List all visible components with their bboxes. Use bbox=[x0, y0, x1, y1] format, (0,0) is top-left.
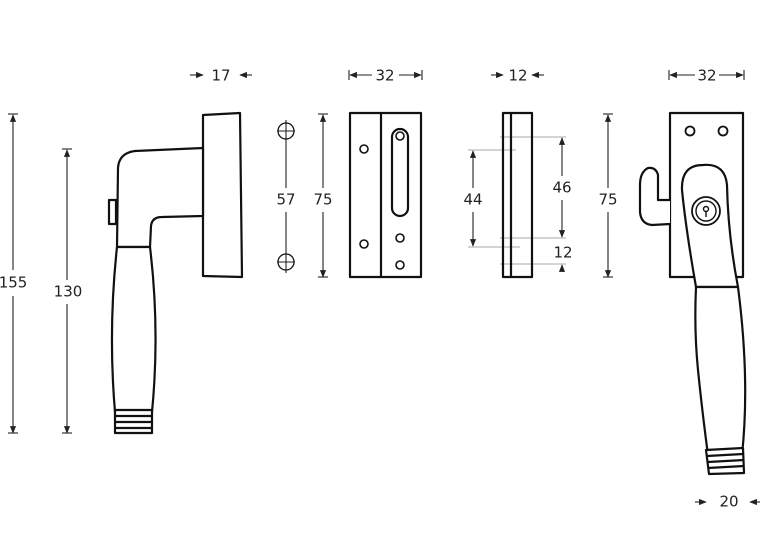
dim-label: 44 bbox=[463, 191, 482, 209]
dim-plate-width: 32 bbox=[348, 67, 423, 85]
hole-spacing-view: 57 bbox=[276, 120, 296, 273]
dim-keeper-46: 46 bbox=[552, 137, 572, 238]
handle-backplate-front-view bbox=[348, 111, 423, 279]
keeper-side-view bbox=[468, 111, 566, 279]
dim-label: 12 bbox=[508, 67, 527, 85]
dim-keeper-12: 12 bbox=[553, 244, 573, 272]
dim-handle-grip-height: 130 bbox=[54, 148, 83, 434]
handle-hook bbox=[638, 166, 671, 227]
dim-handle-total-height: 155 bbox=[0, 113, 27, 434]
handle-release-button bbox=[107, 198, 118, 226]
spindle-slot bbox=[390, 127, 410, 218]
dim-label: 155 bbox=[0, 274, 27, 292]
dim-locking-plate-height: 75 bbox=[598, 113, 618, 278]
handle-neck bbox=[115, 146, 205, 249]
dim-label: 57 bbox=[276, 191, 295, 209]
window-handle-side-view bbox=[107, 111, 244, 435]
dim-label: 17 bbox=[211, 67, 230, 85]
dim-label: 75 bbox=[313, 191, 332, 209]
key-lock-icon bbox=[691, 196, 721, 226]
handle-grip bbox=[110, 245, 157, 414]
dim-label: 32 bbox=[375, 67, 394, 85]
handle-rose-plate bbox=[201, 111, 244, 279]
dim-keeper-width: 12 bbox=[491, 67, 544, 85]
dim-handle-rose-depth: 17 bbox=[190, 67, 252, 85]
dim-label: 75 bbox=[598, 191, 617, 209]
dim-rose-height: 75 bbox=[313, 113, 333, 278]
handle-lock-body bbox=[680, 163, 740, 289]
locking-handle-grip bbox=[694, 285, 747, 457]
dim-label: 12 bbox=[553, 244, 572, 262]
dim-locking-plate-width: 32 bbox=[668, 67, 745, 85]
dim-label: 32 bbox=[697, 67, 716, 85]
dim-grip-tip-offset: 20 bbox=[695, 493, 760, 511]
dim-label: 46 bbox=[552, 179, 571, 197]
locking-handle-front-view bbox=[638, 111, 747, 476]
dim-label: 130 bbox=[54, 283, 83, 301]
dim-label: 20 bbox=[719, 493, 738, 511]
dim-keeper-44: 44 bbox=[463, 150, 483, 247]
